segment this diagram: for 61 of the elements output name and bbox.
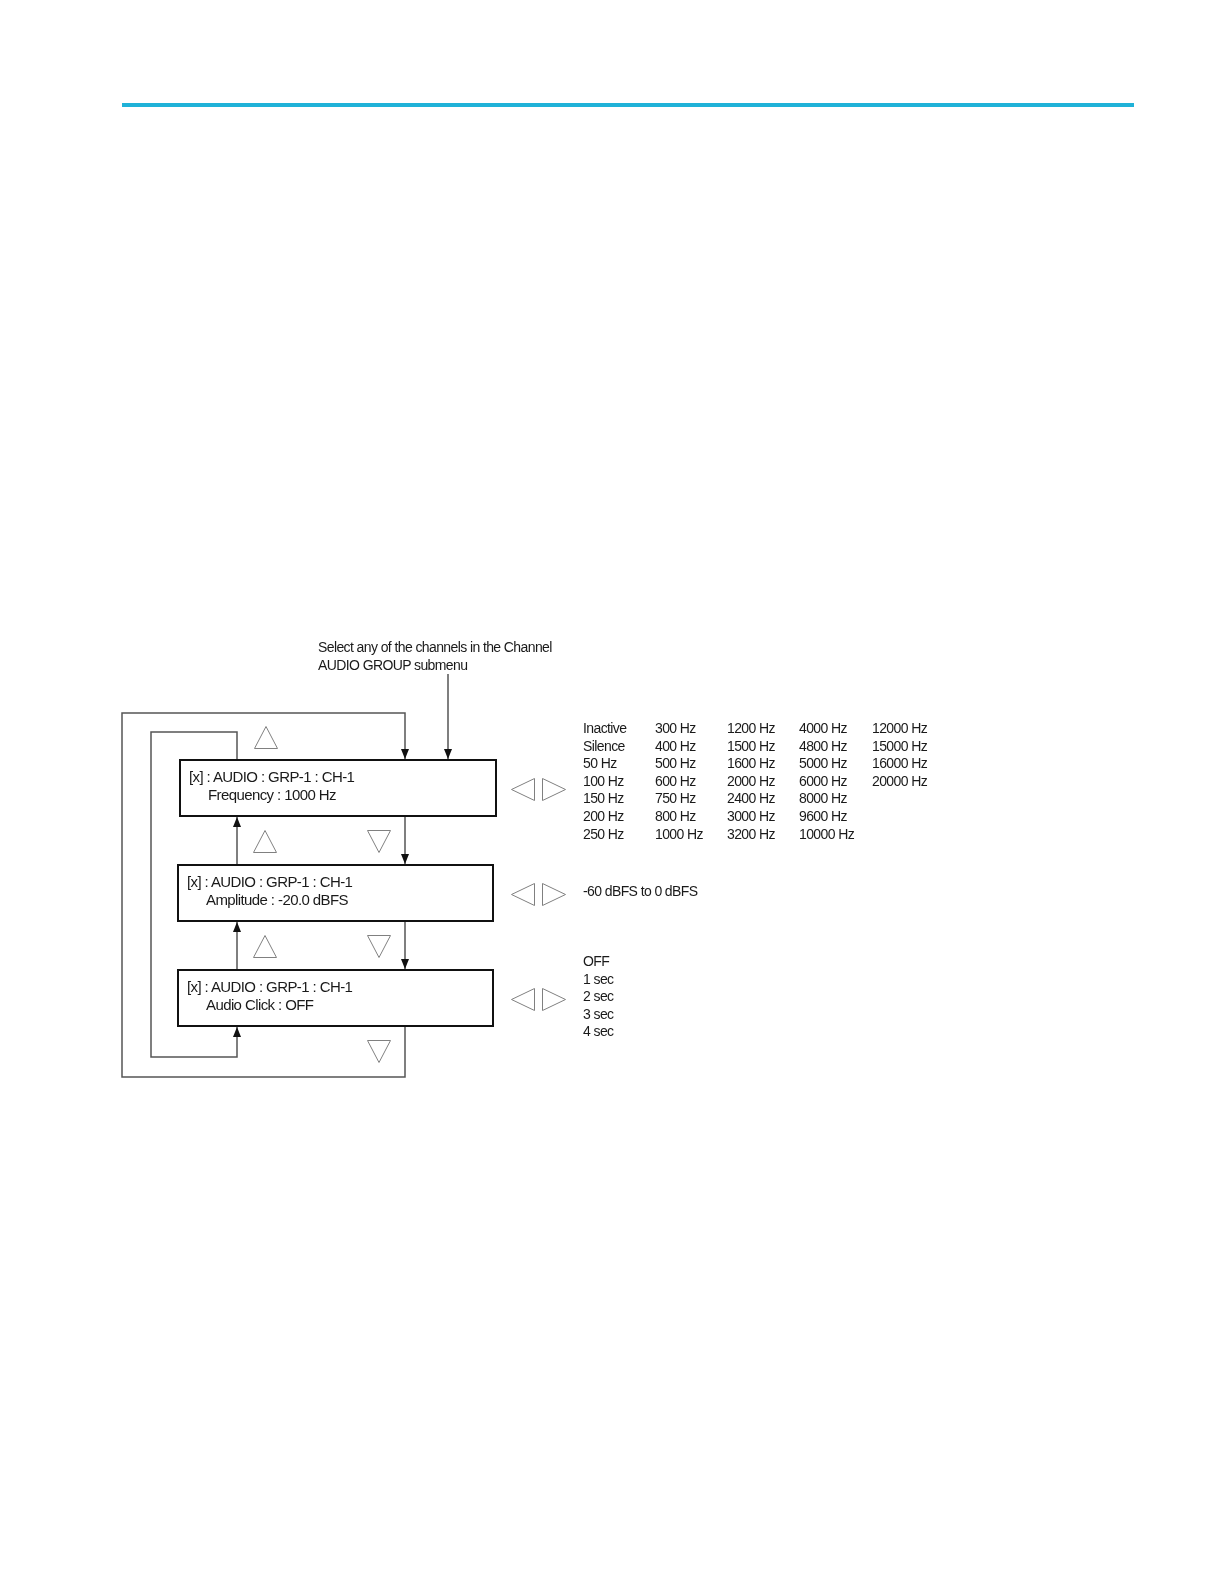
frequency-option: 9600 Hz xyxy=(799,808,847,825)
frequency-option: 3200 Hz xyxy=(727,825,775,843)
frequency-option: 2000 Hz xyxy=(727,772,775,790)
frequency-option: 100 Hz xyxy=(583,772,624,790)
arrow xyxy=(401,921,409,970)
frequency-option: 300 Hz xyxy=(655,720,696,737)
frequency-option: 750 Hz xyxy=(655,790,696,808)
arrow xyxy=(233,921,241,970)
frequency-option: 50 Hz xyxy=(583,755,617,773)
frequency-option: 8000 Hz xyxy=(799,790,847,808)
loop-arrow xyxy=(121,712,409,1078)
menu-setting-text: Frequency : 1000 Hz xyxy=(208,786,336,804)
frequency-option: 800 Hz xyxy=(655,808,696,825)
frequency-option: 20000 Hz xyxy=(872,772,928,790)
frequency-option: 4000 Hz xyxy=(799,720,847,737)
instruction-note: Select any of the channels in the Channel AUDIO GROUP submenu xyxy=(318,638,590,674)
click-option: 4 sec xyxy=(583,1023,614,1041)
menu-path-text: [x] : AUDIO : GRP-1 : CH-1 xyxy=(187,873,353,891)
loop-arrow xyxy=(150,731,241,1058)
menu-path-text: [x] : AUDIO : GRP-1 : CH-1 xyxy=(189,768,355,786)
arrow xyxy=(401,816,409,865)
frequency-option: 3000 Hz xyxy=(727,808,775,825)
down-triangle-icon xyxy=(367,935,391,958)
frequency-option: 2400 Hz xyxy=(727,790,775,808)
menu-path-text: [x] : AUDIO : GRP-1 : CH-1 xyxy=(187,978,353,996)
menu-setting-text: Amplitude : -20.0 dBFS xyxy=(206,891,348,909)
up-triangle-icon xyxy=(254,726,278,749)
arrow xyxy=(444,673,452,760)
click-option: 1 sec xyxy=(583,970,614,988)
frequency-option: 4800 Hz xyxy=(799,737,847,755)
up-triangle-icon xyxy=(253,830,277,853)
click-option: 3 sec xyxy=(583,1005,614,1023)
menu-box xyxy=(179,759,497,817)
frequency-option: 250 Hz xyxy=(583,825,624,843)
frequency-option: 5000 Hz xyxy=(799,755,847,773)
up-triangle-icon xyxy=(253,935,277,958)
frequency-option: 16000 Hz xyxy=(872,755,928,773)
click-option: 2 sec xyxy=(583,988,614,1006)
range-text: -60 dBFS to 0 dBFS xyxy=(583,883,698,900)
down-triangle-icon xyxy=(367,1040,391,1063)
menu-box xyxy=(177,864,494,922)
frequency-option: 6000 Hz xyxy=(799,772,847,790)
frequency-option: 1200 Hz xyxy=(727,720,775,737)
frequency-option: 1000 Hz xyxy=(655,825,703,843)
frequency-option: 1500 Hz xyxy=(727,737,775,755)
frequency-option: 600 Hz xyxy=(655,772,696,790)
click-option: OFF xyxy=(583,953,610,970)
frequency-option: 10000 Hz xyxy=(799,825,855,843)
frequency-option: 150 Hz xyxy=(583,790,624,808)
frequency-option: Inactive xyxy=(583,720,627,737)
frequency-option: 15000 Hz xyxy=(872,737,928,755)
frequency-option: 400 Hz xyxy=(655,737,696,755)
frequency-option: 200 Hz xyxy=(583,808,624,825)
menu-setting-text: Audio Click : OFF xyxy=(206,996,314,1014)
frequency-option: 12000 Hz xyxy=(872,720,928,737)
down-triangle-icon xyxy=(367,830,391,853)
frequency-option: 1600 Hz xyxy=(727,755,775,773)
frequency-option: Silence xyxy=(583,737,625,755)
frequency-option: 500 Hz xyxy=(655,755,696,773)
menu-box xyxy=(177,969,494,1027)
arrow xyxy=(233,816,241,865)
